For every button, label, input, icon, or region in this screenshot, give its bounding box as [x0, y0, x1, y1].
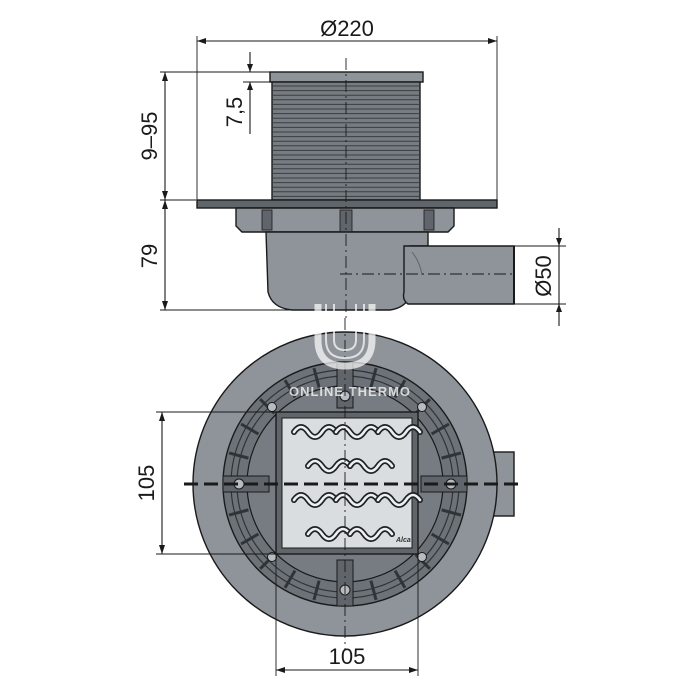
flange — [196, 199, 498, 209]
dimension-body-height: 79 — [137, 200, 290, 311]
watermark-logo-icon — [314, 304, 376, 370]
body-height-label: 79 — [137, 244, 162, 268]
dimension-grate-offset: 7,5 — [222, 52, 272, 134]
grate-wave-pattern — [291, 424, 423, 542]
watermark: ONLINE THERMO — [289, 304, 411, 399]
dimension-grate-height: 105 — [134, 411, 276, 555]
grate-top-plate — [269, 71, 424, 83]
outlet-diameter-label: Ø50 — [531, 255, 556, 297]
screw-icon — [417, 402, 427, 412]
brand-logo: Alca — [395, 537, 411, 544]
dimension-flange-diameter: Ø220 — [196, 16, 498, 200]
screw-icon — [417, 552, 427, 562]
grate-height-label: 105 — [134, 465, 159, 502]
height-adjust-label: 9–95 — [137, 112, 162, 161]
dimension-grate-width: 105 — [275, 554, 419, 676]
outlet-pipe — [402, 245, 515, 305]
screw-icon — [267, 402, 277, 412]
grate-offset-label: 7,5 — [222, 97, 247, 128]
dimension-height-adjust: 9–95 — [137, 71, 268, 201]
dimension-outlet-diameter: Ø50 — [514, 228, 566, 326]
screw-icon — [267, 552, 277, 562]
watermark-text: ONLINE THERMO — [289, 384, 411, 399]
grate-width-label: 105 — [329, 644, 366, 669]
flange-diameter-label: Ø220 — [320, 16, 374, 41]
